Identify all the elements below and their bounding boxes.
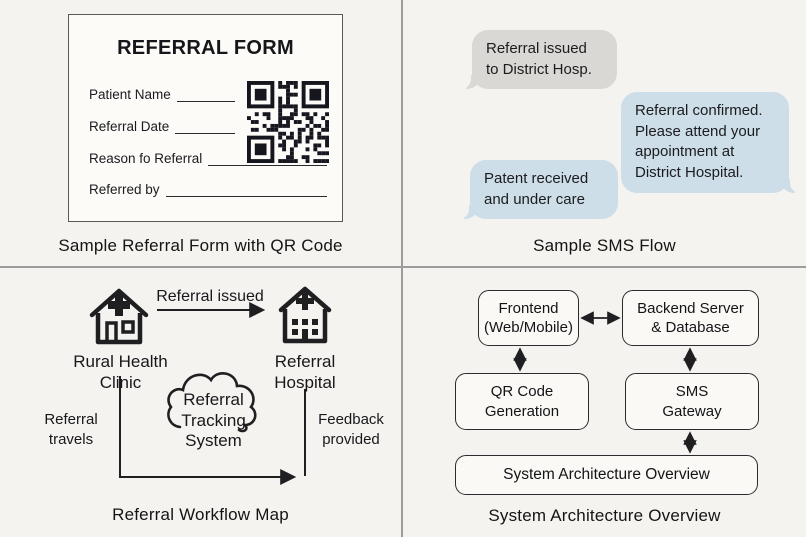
field-label: Reason fo Referral [89,151,203,166]
qr-generation-box: QR Code Generation [455,373,589,430]
field-label: Referral Date [89,119,170,134]
referral-travels-label: Referral travels [44,411,98,448]
panel-caption: Sample Referral Form with QR Code [58,236,343,255]
hospital-building-icon [278,286,332,344]
overview-box: System Architecture Overview [455,455,758,495]
blank-line [208,151,327,166]
panel-caption: System Architecture Overview [488,506,721,525]
panel-workflow-map: Referral issued Rural Health Clinic Refe… [0,268,403,537]
qr-code-icon [247,81,329,163]
blank-line [165,182,327,197]
clinic-label: Rural Health Clinic [73,352,168,392]
cloud-label: Referral Tracking System [181,390,246,451]
sms-gateway-box: SMS Gateway [625,373,759,430]
clinic-house-icon [89,288,149,345]
referral-form-title: REFERRAL FORM [117,37,294,59]
referral-form-card: REFERRAL FORM Patient Name Referral Date… [68,14,343,222]
backend-box: Backend Server & Database [622,290,759,346]
sms-bubble-outgoing: Referral confirmed. Please attend your a… [621,92,800,193]
sms-bubble-incoming: Referral issued to District Hosp. [461,30,617,90]
workflow-arrow-label: Referral issued [156,288,264,305]
cloud-icon [167,372,257,433]
panel-caption: Referral Workflow Map [112,505,289,524]
panel-sms-flow: Referral issued to District Hosp. Referr… [403,0,806,268]
frontend-box: Frontend (Web/Mobile) [478,290,579,346]
field-label: Referred by [89,182,160,197]
hospital-label: Referral Hospital [274,352,336,392]
sms-bubble-incoming: Patent received and under care [459,160,618,220]
feedback-provided-label: Feedback provided [318,411,384,448]
panel-caption: Sample SMS Flow [533,236,676,255]
form-field-referral-date: Referral Date [89,119,235,134]
form-field-reason: Reason fo Referral [89,151,327,166]
form-field-referred-by: Referred by [89,182,327,197]
panel-architecture: Frontend (Web/Mobile) Backend Server & D… [403,268,806,537]
panel-referral-form: REFERRAL FORM Patient Name Referral Date… [0,0,403,268]
field-label: Patient Name [89,87,171,102]
blank-line [175,119,235,134]
blank-line [176,87,235,102]
form-field-patient-name: Patient Name [89,87,235,102]
